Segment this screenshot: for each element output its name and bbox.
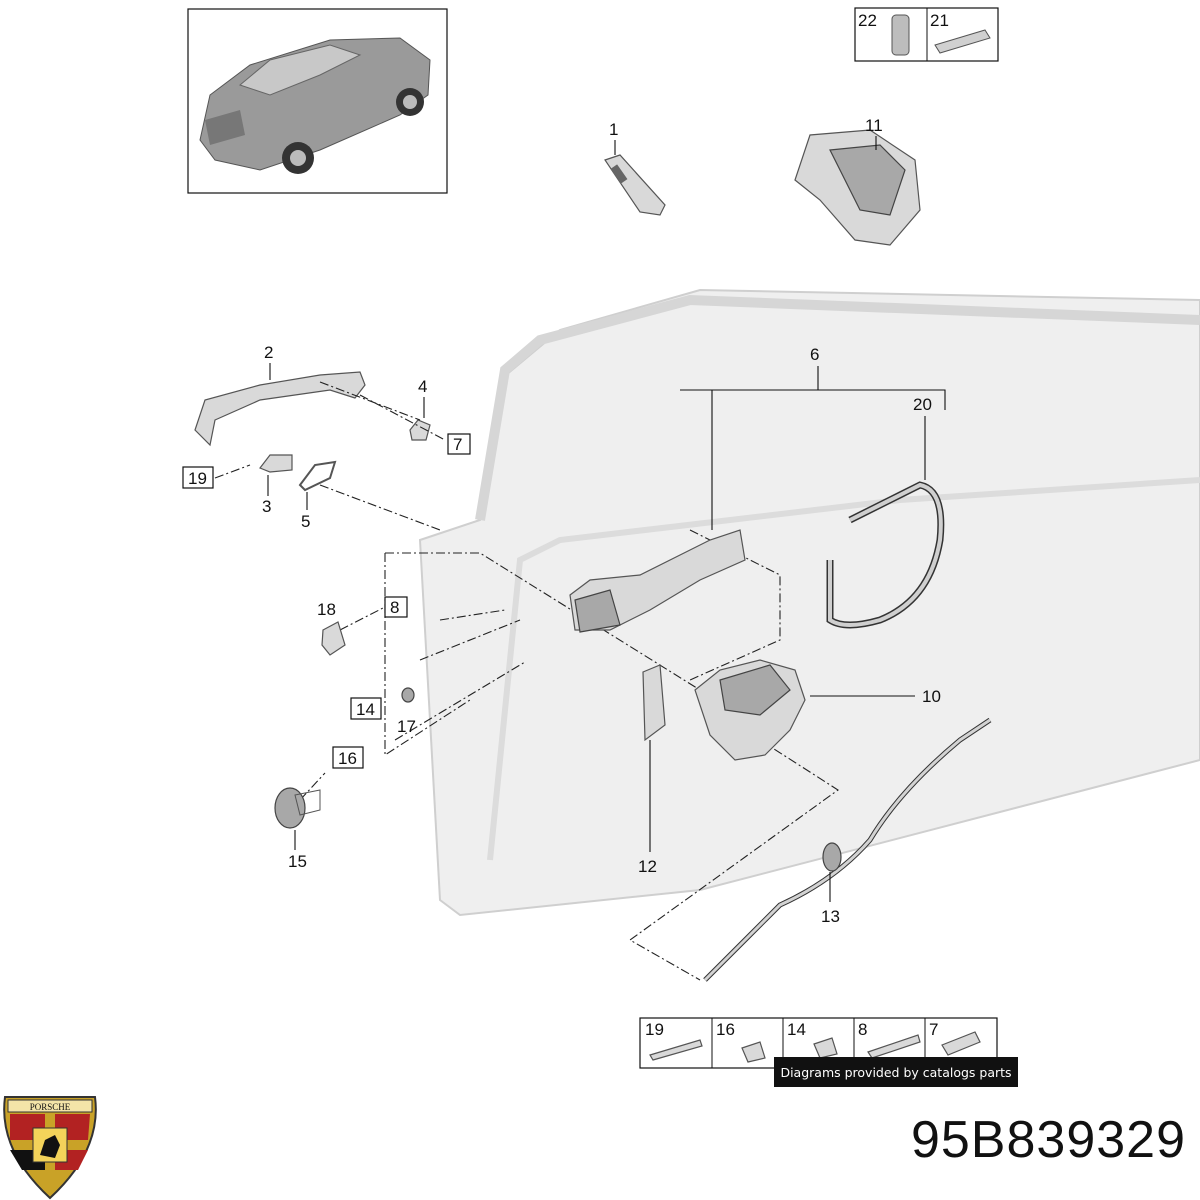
- key-fob: 1: [604, 120, 666, 216]
- callout-box-16: [332, 746, 364, 769]
- control-unit: 11: [794, 116, 921, 246]
- callout-2: 2: [264, 343, 273, 362]
- strip-7: 7: [929, 1020, 938, 1039]
- lock-seal: 12: [638, 664, 666, 876]
- screw-icon: [649, 1039, 703, 1061]
- callout-21: 21: [930, 11, 949, 30]
- watermark: Diagrams provided by catalogs parts: [774, 1057, 1018, 1087]
- callout-8: 8: [390, 598, 399, 617]
- lock-cover: 15: [274, 787, 321, 871]
- callout-16: 16: [338, 749, 357, 768]
- release-cable-13: 13: [703, 717, 992, 982]
- callout-1: 1: [609, 120, 618, 139]
- callout-22: 22: [858, 11, 877, 30]
- door-body: [418, 288, 1200, 917]
- callout-box-19: [182, 466, 214, 489]
- callout-10: 10: [922, 687, 941, 706]
- callout-18: 18: [317, 600, 336, 619]
- strip-8: 8: [858, 1020, 867, 1039]
- callout-7: 7: [453, 435, 462, 454]
- callout-14: 14: [356, 700, 375, 719]
- bolt-icon: [741, 1041, 766, 1063]
- vehicle-overview: [187, 8, 448, 194]
- horse-icon: [40, 1135, 60, 1158]
- strip-19: 19: [645, 1020, 664, 1039]
- strip-16: 16: [716, 1020, 735, 1039]
- callout-box-8: [384, 596, 408, 618]
- bolt-icon: [813, 1037, 838, 1059]
- callout-12: 12: [638, 857, 657, 876]
- callout-11: 11: [865, 116, 883, 135]
- bolt-icon: [867, 1034, 921, 1059]
- door-handle: 2: [194, 343, 366, 447]
- strip-14: 14: [787, 1020, 806, 1039]
- handle-seal: 5: [298, 460, 337, 531]
- cap-18: 18: [317, 600, 346, 656]
- callout-4: 4: [418, 377, 427, 396]
- callout-box-14: [350, 697, 382, 720]
- grease-can-icon: [891, 14, 910, 56]
- porsche-crest: PORSCHE: [3, 1096, 97, 1200]
- callout-13: 13: [821, 907, 840, 926]
- inner-handle-carrier: 6: [569, 345, 819, 633]
- callout-15: 15: [288, 852, 307, 871]
- callout-3: 3: [262, 497, 271, 516]
- callout-17: 17: [397, 717, 416, 736]
- svg-text:PORSCHE: PORSCHE: [30, 1102, 71, 1112]
- part-number: 95B839329: [910, 1111, 1186, 1169]
- callout-box-7: [447, 433, 471, 455]
- callout-6: 6: [810, 345, 819, 364]
- door-lock: 10: [694, 659, 941, 761]
- bowden-cable-20: 20: [826, 395, 945, 629]
- bolt-icon: [941, 1031, 981, 1056]
- callout-20: 20: [913, 395, 932, 414]
- consumables-box: 22 21: [854, 7, 999, 62]
- grease-tube-icon: [934, 29, 991, 54]
- bracket-4: 4: [409, 377, 431, 441]
- plug-17: 17: [397, 687, 416, 736]
- handle-carrier: 3: [259, 454, 293, 516]
- callout-5: 5: [301, 512, 310, 531]
- callout-19: 19: [188, 469, 207, 488]
